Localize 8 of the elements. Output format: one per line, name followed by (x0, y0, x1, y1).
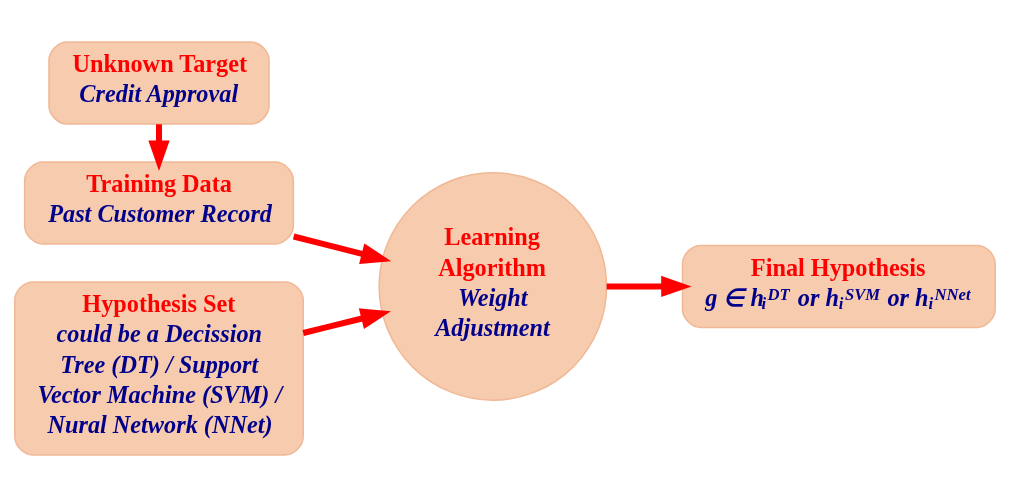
node-box: Hypothesis Set could be a Decission Tree (DT) / Support Vector Machine (SVM) / Nural Network (NNet) (14, 280, 304, 456)
arrow (292, 233, 392, 264)
node-circle: Learning Algorithm Weight Adjustment (378, 171, 608, 401)
node-box: Unknown Target Credit Approval (48, 40, 270, 125)
arrow (148, 123, 170, 171)
node-box: Training Data Past Customer Record (23, 160, 295, 245)
arrow (302, 307, 391, 336)
arrow (606, 275, 692, 297)
